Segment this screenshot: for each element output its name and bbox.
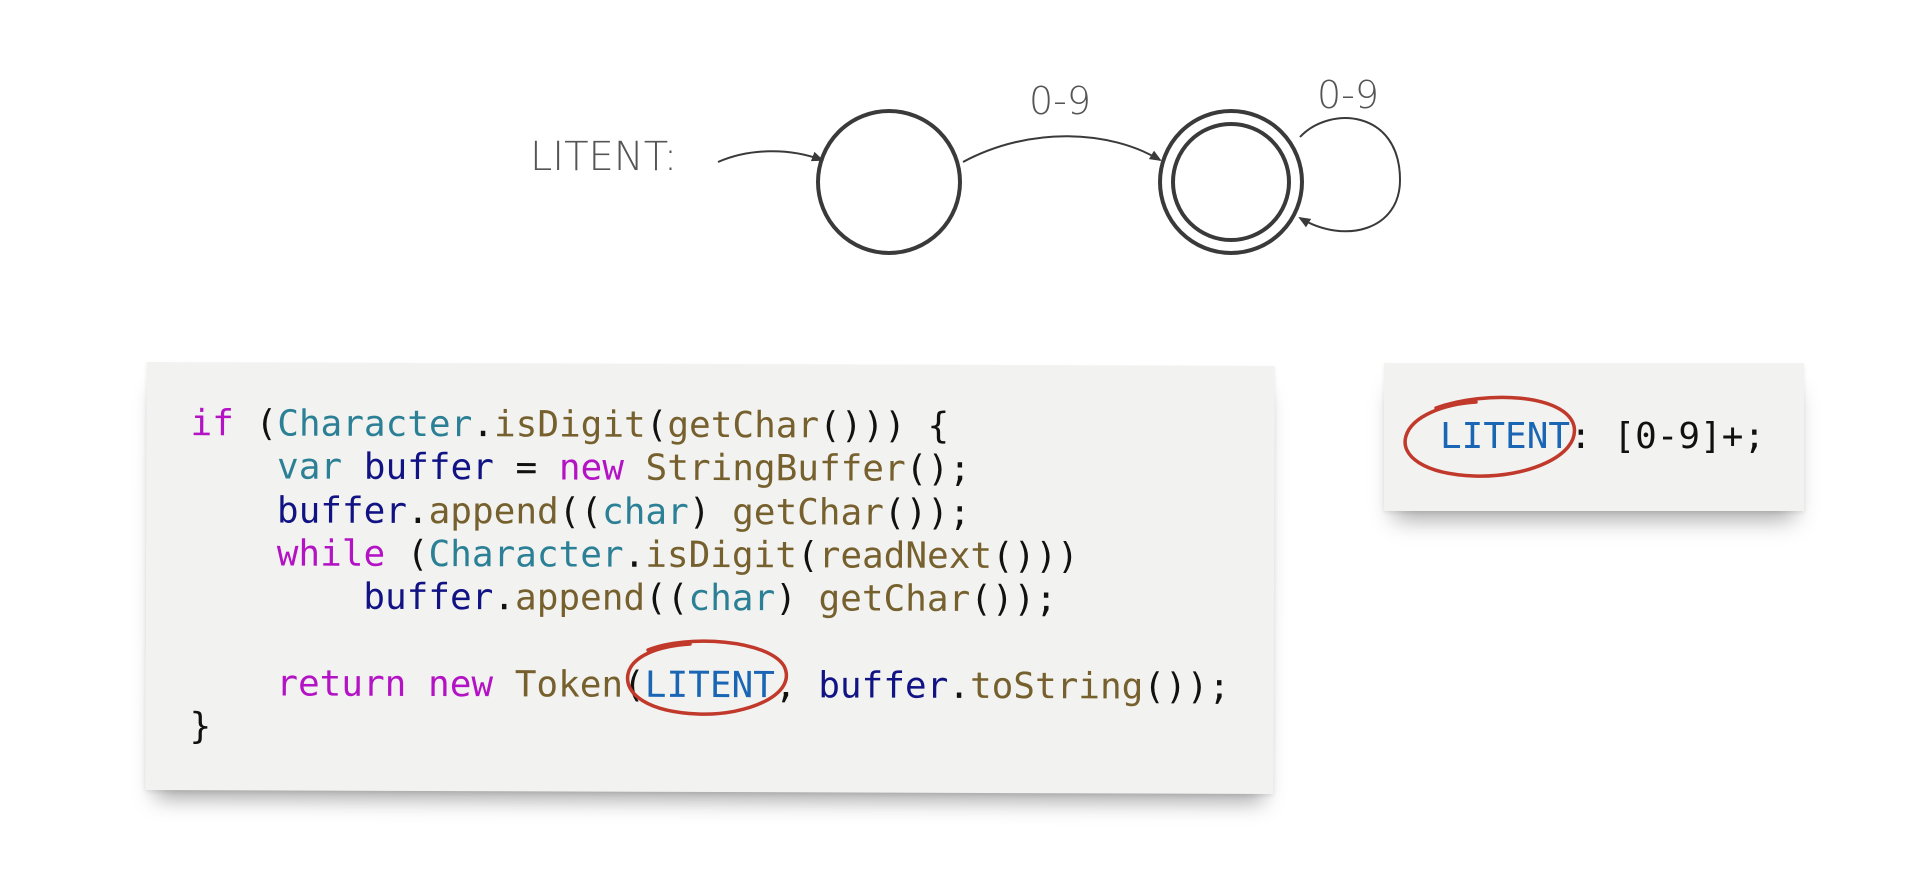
code-token: (: [623, 664, 645, 706]
code-token: [190, 663, 277, 704]
code-token: append: [514, 577, 646, 619]
start-arrow: [717, 150, 824, 163]
code-line: if (Character.isDigit(getChar())) {: [190, 403, 949, 447]
code-token: isDigit: [645, 534, 798, 577]
code-token: [190, 490, 277, 531]
code-token: buffer: [818, 665, 949, 707]
code-token: }: [189, 706, 212, 748]
code-token: while: [276, 533, 386, 575]
code-token: buffer: [363, 576, 494, 619]
code-line: while (Character.isDigit(readNext())): [190, 533, 1079, 577]
code-token: getChar: [818, 578, 971, 621]
code-token: ());: [1143, 666, 1231, 708]
code-token: ((: [558, 491, 603, 533]
code-token: ();: [905, 448, 971, 491]
code-token: return: [276, 663, 407, 705]
code-token: LITENT: [644, 664, 775, 707]
code-token: ());: [883, 492, 971, 534]
loop-label: 0-9: [1317, 73, 1379, 117]
code-token: [342, 447, 364, 488]
code-token: new: [558, 447, 624, 489]
code-token: char: [688, 578, 776, 620]
code-token: .: [623, 534, 646, 576]
code-token: ): [688, 491, 733, 533]
code-token: (: [233, 403, 278, 445]
code-token: StringBuffer: [645, 448, 906, 490]
digit-transition-arrow: [962, 135, 1162, 163]
code-line: buffer.append((char) getChar());: [190, 490, 971, 534]
code-token: ,: [774, 665, 819, 707]
code-token: [624, 448, 646, 489]
code-token: : [0-9]+;: [1570, 416, 1766, 457]
transition-label: 0-9: [1029, 79, 1091, 123]
code-token: ): [775, 578, 819, 620]
code-token: new: [427, 663, 494, 706]
code-token: Token: [514, 664, 624, 706]
code-token: [493, 664, 515, 705]
code-token: [406, 664, 428, 705]
code-token: ())): [992, 535, 1079, 578]
code-token: (: [385, 533, 429, 575]
code-token: .: [472, 404, 495, 446]
self-loop-arrow: [1298, 117, 1402, 233]
code-token: [190, 576, 364, 618]
code-token: getChar: [732, 491, 884, 534]
start-state: [816, 109, 962, 255]
code-token: Character: [277, 403, 473, 446]
code-token: isDigit: [493, 404, 646, 446]
code-token: .: [493, 577, 516, 619]
code-line: return new Token(LITENT, buffer.toString…: [190, 663, 1231, 708]
code-token: .: [948, 665, 971, 707]
code-token: getChar: [667, 404, 820, 447]
code-token: (: [645, 404, 668, 446]
code-token: .: [406, 490, 429, 532]
grammar-card: LITENT: [0-9]+;: [1384, 363, 1804, 511]
code-token: ());: [970, 579, 1058, 621]
automaton-name-label: LITENT:: [530, 134, 677, 180]
code-line: var buffer = new StringBuffer();: [190, 446, 971, 491]
code-token: (: [796, 535, 819, 577]
code-card: if (Character.isDigit(getChar())) { var …: [145, 362, 1275, 794]
code-token: ((: [645, 577, 689, 620]
code-line: LITENT: [0-9]+;: [1440, 416, 1765, 457]
code-token: buffer: [276, 490, 408, 532]
code-token: [190, 533, 277, 574]
code-token: ())) {: [819, 405, 950, 447]
code-token: char: [602, 491, 689, 533]
accept-state-outer: [1158, 109, 1304, 255]
code-token: append: [428, 490, 559, 533]
code-token: toString: [969, 665, 1144, 708]
code-token: if: [190, 403, 234, 445]
code-line: }: [189, 706, 211, 747]
code-token: Character: [428, 533, 624, 576]
code-token: buffer: [363, 447, 494, 489]
code-snippet: if (Character.isDigit(getChar())) { var …: [189, 402, 1231, 752]
code-token: readNext: [818, 535, 993, 577]
code-token: LITENT: [1440, 416, 1571, 457]
accept-state-inner: [1171, 122, 1291, 242]
code-token: =: [493, 447, 559, 489]
code-token: var: [277, 446, 343, 489]
code-token: [190, 446, 277, 487]
code-line: buffer.append((char) getChar());: [190, 576, 1057, 620]
grammar-rule: LITENT: [0-9]+;: [1440, 415, 1765, 458]
